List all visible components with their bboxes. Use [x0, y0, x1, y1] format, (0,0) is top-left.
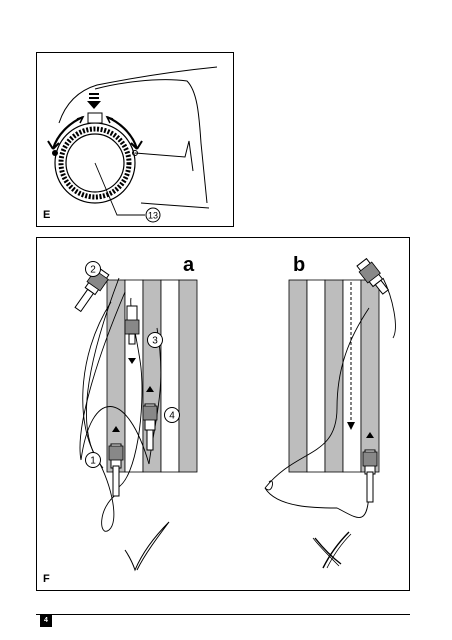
- callout-2: 2: [85, 261, 101, 277]
- mowing-pattern-illustration: 1 2 3 4 a b: [74, 254, 396, 572]
- knob-ridges: [58, 126, 132, 200]
- svg-text:2: 2: [90, 265, 96, 276]
- option-a-label: a: [183, 254, 195, 276]
- mower-position-3: [124, 305, 140, 364]
- svg-text:3: 3: [152, 336, 158, 347]
- saw-head-illustration: 13: [47, 66, 218, 223]
- mower-position-b-bottom: [362, 432, 378, 503]
- callout-13: 13: [148, 211, 158, 221]
- figure-f-label: F: [43, 573, 50, 585]
- footer-rule: [36, 614, 410, 615]
- cross-mark-icon: [314, 531, 350, 569]
- mower-position-b-top: [356, 257, 389, 295]
- callout-4: 4: [164, 407, 180, 423]
- figure-e-label: E: [43, 209, 51, 221]
- figure-e-panel: 13 E: [36, 52, 234, 227]
- lawn-stripes-a: [106, 279, 198, 473]
- figure-f-panel: 1 2 3 4 a b F: [36, 237, 410, 591]
- callout-3: 3: [147, 332, 163, 348]
- mower-position-1: [108, 426, 124, 497]
- option-b-label: b: [293, 254, 305, 276]
- mower-position-4: [142, 386, 158, 451]
- callout-1: 1: [85, 452, 101, 468]
- svg-text:1: 1: [90, 456, 96, 467]
- svg-text:4: 4: [169, 411, 175, 422]
- callout-13-circle: [145, 207, 161, 223]
- page-number: 4: [40, 615, 52, 627]
- lawn-stripes-b: [288, 279, 380, 473]
- lock-indicator-icon: [87, 93, 101, 109]
- check-mark-icon: [124, 521, 170, 572]
